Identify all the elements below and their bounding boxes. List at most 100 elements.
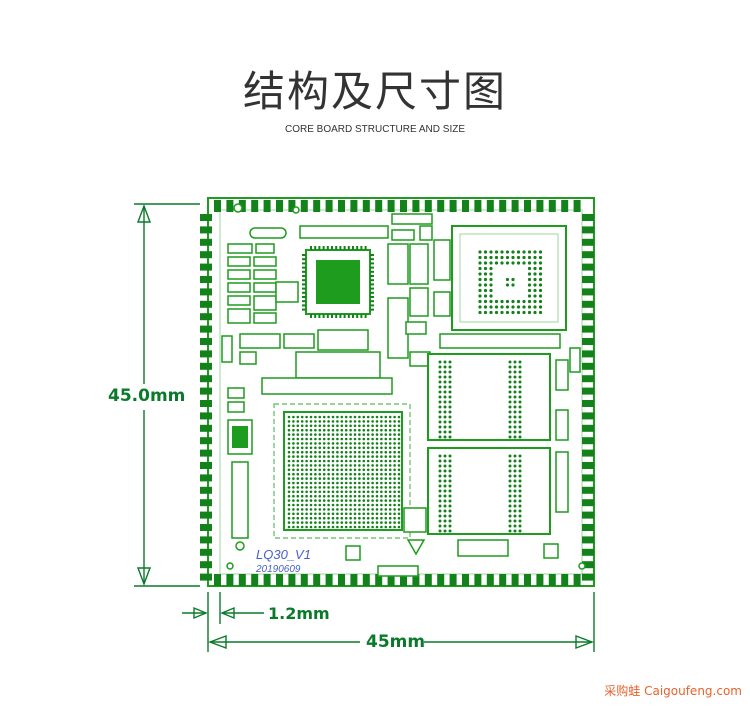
ddr-ball — [513, 489, 517, 493]
bga-ball — [331, 442, 335, 445]
bga-ball — [384, 455, 388, 458]
bga-ball — [358, 512, 361, 516]
bga-ball — [489, 266, 493, 271]
bga-ball — [397, 525, 401, 529]
qfp-pin — [356, 314, 359, 318]
bga-ball — [340, 521, 344, 524]
ddr-ball — [438, 509, 442, 513]
ddr-ball — [443, 474, 447, 478]
edge-pad — [200, 288, 212, 296]
bga-ball — [500, 299, 504, 304]
ddr-chip-upper — [427, 353, 551, 441]
ddr-ball — [508, 474, 512, 478]
bga-ball — [380, 512, 383, 516]
bga-ball — [371, 481, 374, 485]
bga-ball — [331, 455, 335, 458]
qfp-pin — [302, 291, 306, 294]
qfp-pin — [322, 246, 325, 250]
edge-pad — [474, 574, 482, 586]
bga-ball — [305, 455, 308, 458]
edge-pad — [200, 338, 212, 345]
bga-ball — [494, 299, 499, 304]
bga-ball — [300, 477, 304, 480]
bga-ball — [393, 486, 396, 489]
bga-ball — [388, 486, 392, 489]
edge-pad — [561, 200, 569, 212]
qfp-pin — [302, 275, 306, 277]
bga-ball — [300, 503, 304, 507]
bga-ball — [300, 442, 304, 445]
bga-ball — [344, 486, 348, 489]
bga-ball — [375, 525, 379, 529]
bga-ball — [309, 415, 313, 419]
ddr-ball — [443, 469, 447, 473]
bga-ball — [327, 503, 330, 507]
bga-ball — [362, 424, 366, 428]
edge-pad — [200, 238, 212, 246]
ddr-ball — [438, 400, 442, 404]
bga-ball — [533, 310, 537, 315]
bga-ball — [322, 503, 326, 507]
bga-ball — [358, 477, 361, 480]
ddr-ball — [438, 360, 442, 364]
bga-ball — [349, 503, 352, 507]
bga-ball — [397, 486, 401, 489]
qfp-pin — [364, 314, 367, 318]
bga-ball — [287, 446, 291, 450]
bga-ball — [318, 503, 322, 507]
bga-ball — [322, 516, 326, 520]
bga-ball — [287, 486, 291, 489]
bga-ball — [331, 512, 335, 516]
bga-ball — [336, 464, 339, 467]
bga-ball — [380, 450, 383, 454]
bga-ball — [340, 486, 344, 489]
bga-ball — [527, 272, 532, 276]
ddr-ball — [518, 469, 522, 473]
qfp-pin — [302, 308, 306, 311]
bga-ball — [380, 521, 383, 524]
bga-ball — [322, 486, 326, 489]
bga-ball — [371, 508, 374, 511]
bga-ball — [483, 294, 488, 298]
bga-ball — [522, 261, 526, 265]
edge-pad — [582, 276, 594, 283]
bga-ball — [362, 468, 366, 472]
bga-ball — [380, 468, 383, 472]
bga-ball — [358, 490, 361, 494]
bga-ball — [522, 250, 526, 254]
bga-ball — [388, 464, 392, 467]
bga-ball — [353, 464, 357, 467]
bga-ball — [340, 525, 344, 529]
ddr-ball — [518, 370, 522, 374]
bga-ball — [344, 464, 348, 467]
bga-ball — [340, 424, 344, 428]
bga-ball — [358, 499, 361, 502]
bga-ball — [371, 490, 374, 494]
bga-ball — [300, 455, 304, 458]
edge-pad — [536, 574, 544, 586]
bga-ball — [516, 299, 521, 304]
bga-ball — [371, 525, 374, 529]
edge-pad — [462, 574, 469, 586]
bga-ball — [296, 490, 300, 494]
bga-ball — [292, 446, 295, 450]
bga-ball — [318, 508, 322, 511]
edge-pad — [582, 375, 594, 383]
bga-ball — [336, 472, 339, 476]
bga-ball — [397, 499, 401, 502]
ddr-ball — [508, 499, 512, 503]
edge-pad — [524, 574, 531, 586]
bga-ball — [309, 446, 313, 450]
bga-ball — [340, 472, 344, 476]
bga-ball — [344, 433, 348, 436]
bga-ball — [358, 516, 361, 520]
bga-ball — [314, 508, 317, 511]
ddr-ball — [438, 474, 442, 478]
bga-ball — [384, 424, 388, 428]
qfp-pin — [339, 246, 342, 250]
pin1-marker — [406, 539, 426, 556]
bga-ball — [349, 521, 352, 524]
bga-ball — [314, 442, 317, 445]
bga-ball — [393, 420, 396, 423]
bga-ball — [388, 490, 392, 494]
